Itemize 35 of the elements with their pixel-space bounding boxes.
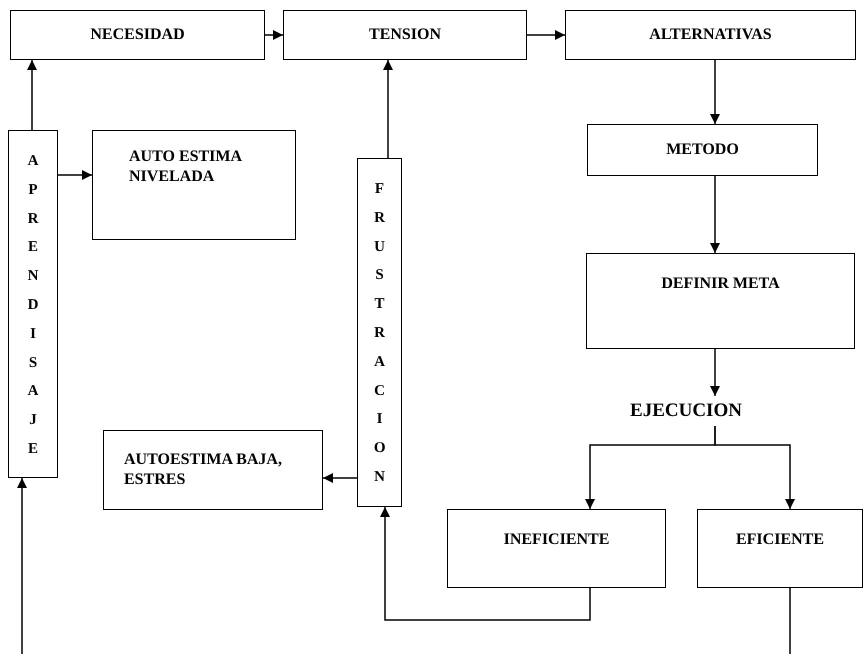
arrow <box>710 349 720 396</box>
process-box <box>565 10 856 60</box>
arrow <box>323 473 357 483</box>
arrow <box>710 176 720 253</box>
process-box <box>283 10 527 60</box>
process-box <box>697 509 863 588</box>
process-box <box>587 124 818 176</box>
arrow <box>265 30 283 40</box>
arrow <box>17 478 27 654</box>
box-text: INEFICIENTE <box>504 530 610 550</box>
box-text: ALTERNATIVAS <box>649 25 772 45</box>
arrow <box>27 60 37 130</box>
vertical-text: FRUSTRACION <box>374 180 386 487</box>
arrow <box>383 60 393 158</box>
box-text: EJECUCION <box>630 399 742 423</box>
box-text: NECESIDAD <box>90 25 185 45</box>
box-text: AUTOESTIMA BAJA, ESTRES <box>124 450 283 490</box>
vertical-text: APRENDISAJE <box>27 152 39 459</box>
vertical-box <box>8 130 58 478</box>
box-text: DEFINIR META <box>661 274 780 294</box>
box-text: TENSION <box>368 25 442 45</box>
process-box <box>103 430 323 510</box>
box-text: AUTO ESTIMA NIVELADA <box>129 147 243 187</box>
arrow <box>714 426 795 509</box>
process-box <box>10 10 265 60</box>
arrow <box>527 30 565 40</box>
box-text: EFICIENTE <box>736 530 824 550</box>
process-box <box>586 253 855 349</box>
arrow <box>380 507 591 621</box>
arrow <box>58 170 92 180</box>
vertical-box <box>357 158 402 507</box>
box-text: METODO <box>666 140 739 160</box>
process-box <box>447 509 666 588</box>
process-box <box>92 130 296 240</box>
arrow <box>710 60 720 124</box>
